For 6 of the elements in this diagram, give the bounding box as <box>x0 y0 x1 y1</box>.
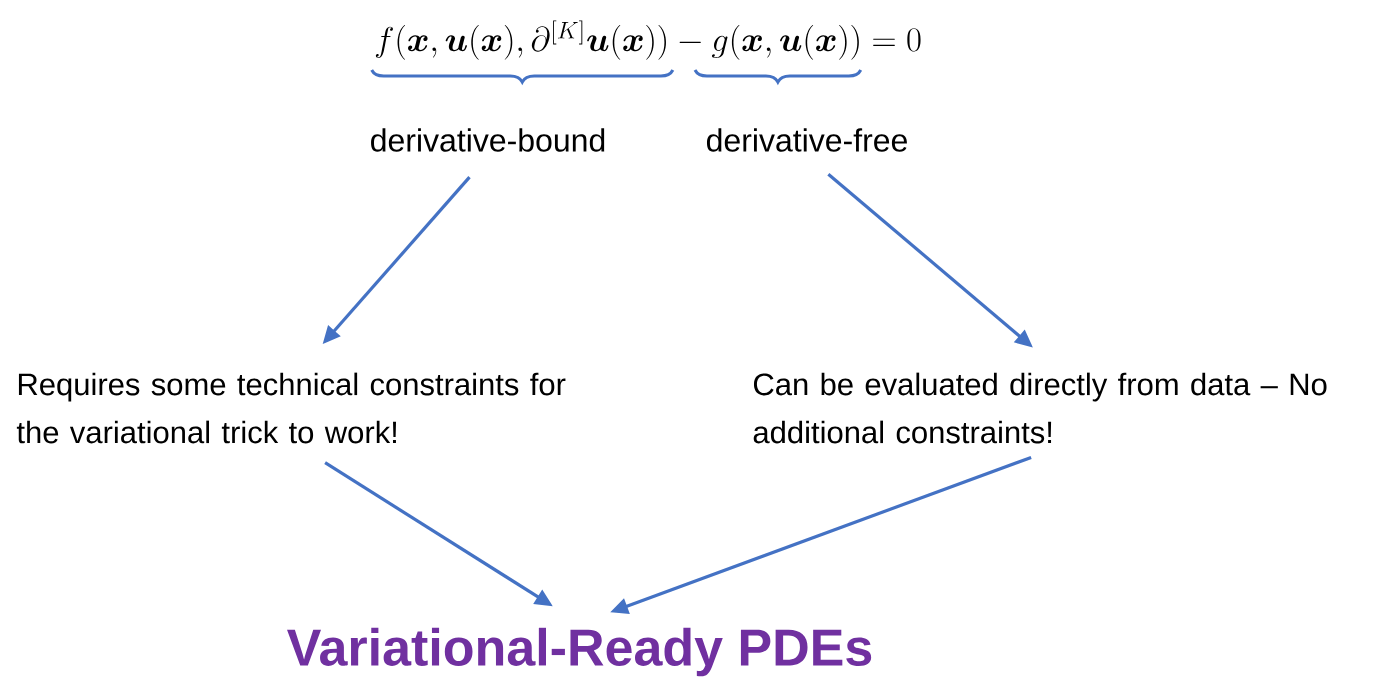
note-text: Can be evaluated directly from data – No additional constraints! <box>753 372 1327 444</box>
note-text: Requires some technical constraints for the variational trick to work! <box>16 372 566 444</box>
result-title: Variational-Ready PDEs <box>287 627 872 677</box>
formula: $f(\boldsymbol{x},\boldsymbol{u}(\boldsymbol{x}),\partial^{[K]}\boldsymbol{u}(\boldsymbol{x}))-g(\boldsymbol{x},\boldsymbol{u}(\boldsymbol{x}))=0$ <box>375 20 921 60</box>
term-label: derivative-free <box>707 128 907 152</box>
term-label: derivative-bound <box>371 128 605 152</box>
